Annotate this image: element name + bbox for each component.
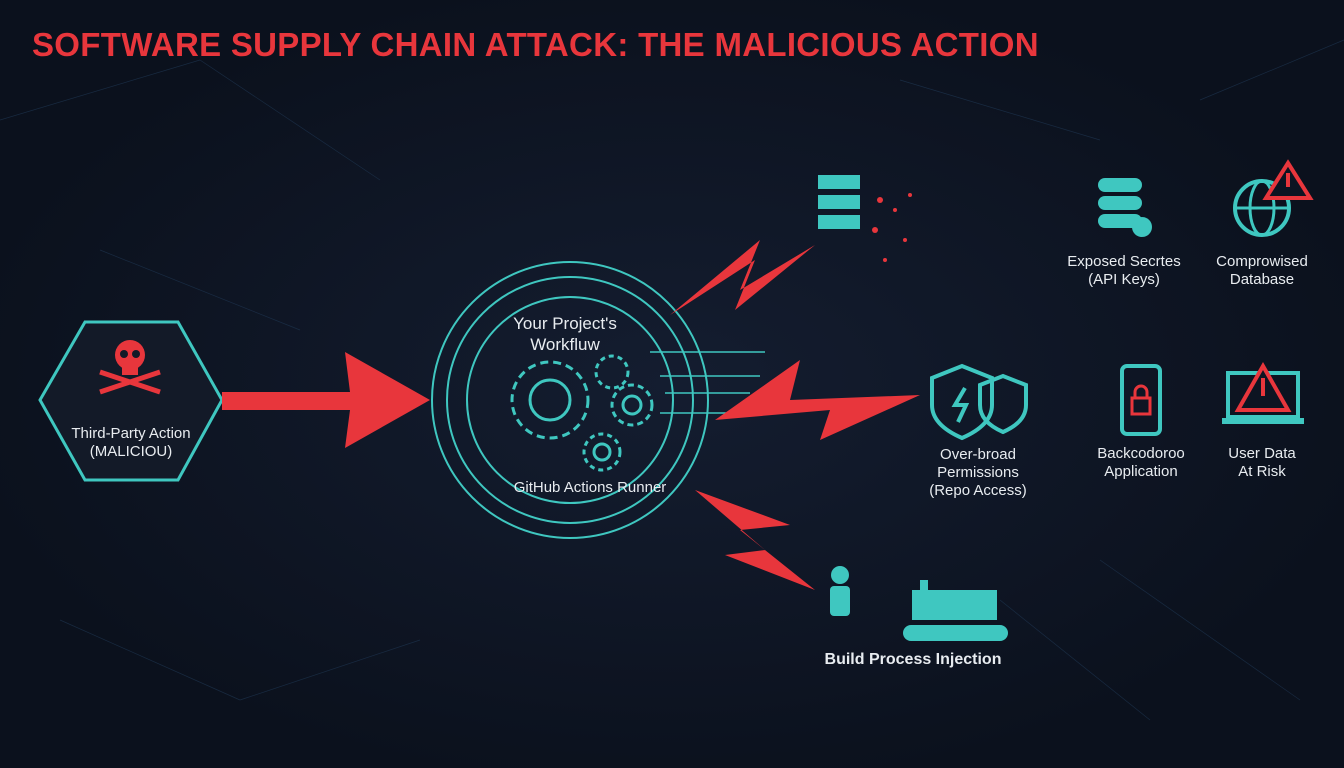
label-line: Over-broad (940, 446, 1016, 463)
label-line: Permissions (937, 464, 1019, 481)
label-line: User Data (1228, 445, 1296, 462)
hacker-figure-icon (830, 566, 850, 616)
server-breach-icon (818, 175, 912, 262)
lightning-bolt-permissions (715, 360, 920, 440)
user-data-label: User Data At Risk (1228, 445, 1296, 481)
malicious-action-label: Third-Party Action (MALICIOU) (71, 425, 190, 461)
skull-crossbones-icon (99, 340, 161, 395)
permissions-label: Over-broad Permissions (Repo Access) (929, 446, 1027, 500)
label-line: Exposed Secrtes (1067, 253, 1181, 270)
label-line: Third-Party Action (71, 425, 191, 442)
label-line: (Repo Access) (929, 482, 1027, 499)
label-line: At Risk (1238, 463, 1286, 480)
malicious-action-node[interactable] (38, 320, 224, 482)
workflow-label: Your Project's Workfluw (513, 313, 617, 355)
label-line: (API Keys) (1088, 271, 1160, 288)
label-line: Comprowised (1216, 253, 1308, 270)
lightning-bolt-build (695, 490, 815, 590)
shield-icon (930, 363, 1028, 441)
label-line: Your Project's (513, 314, 617, 333)
label-line: Backcodoroo (1097, 445, 1185, 462)
build-injection-label: Build Process Injection (824, 651, 1002, 668)
laptop-warning-icon (1222, 361, 1304, 424)
factory-conveyor-icon (903, 580, 1008, 641)
label-line: Database (1229, 271, 1295, 288)
secrets-label: Exposed Secrtes (API Keys) (1067, 253, 1180, 289)
page-title: SOFTWARE SUPPLY CHAIN ATTACK: THE MALICI… (32, 26, 1039, 63)
workflow-runner[interactable] (431, 261, 709, 539)
label-line: Application (1104, 463, 1178, 480)
runner-label: GitHub Actions Runner (513, 479, 667, 496)
globe-warning-icon (1233, 159, 1314, 237)
lightning-bolt-secrets (670, 240, 815, 315)
database-bug-icon (1098, 178, 1152, 237)
database-label: Comprowised Database (1216, 253, 1308, 289)
application-label: Backcodoroo Application (1097, 445, 1185, 481)
network-background (0, 39, 1344, 721)
circuit-lines (650, 351, 765, 414)
phone-lock-icon (1120, 364, 1162, 436)
label-line: Workfluw (530, 335, 600, 354)
label-line: (MALICIOU) (89, 443, 173, 460)
attack-arrow (222, 352, 430, 448)
gears-icon (510, 354, 654, 472)
